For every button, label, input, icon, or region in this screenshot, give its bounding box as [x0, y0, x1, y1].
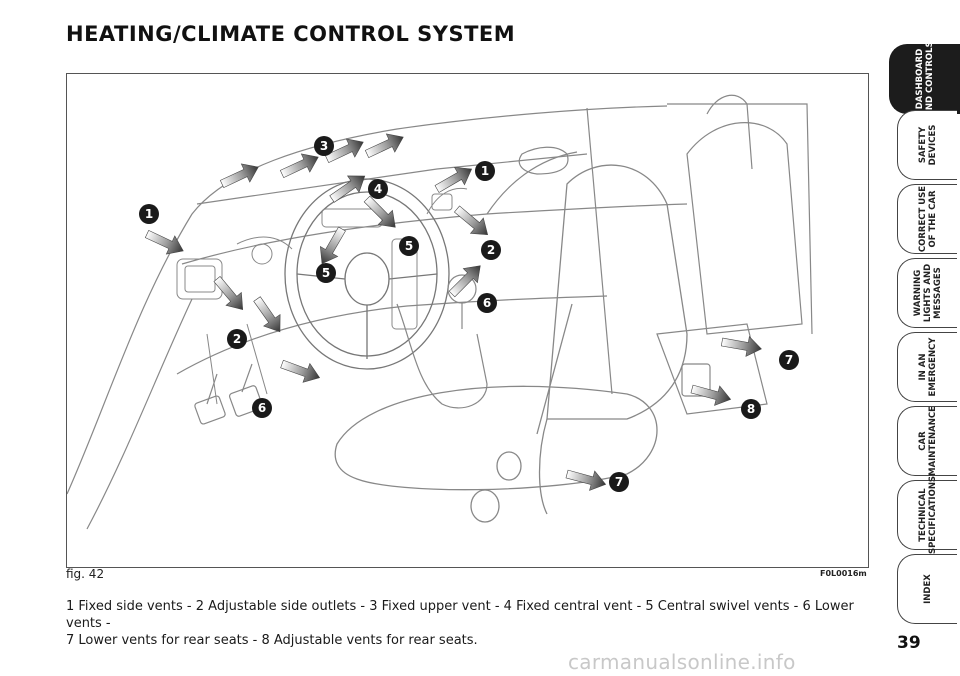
chapter-sidebar: DASHBOARD AND CONTROLS SAFETY DEVICES CO…	[883, 0, 960, 676]
callout-6a: 6	[477, 293, 497, 313]
tab-warning-lights[interactable]: WARNING LIGHTS AND MESSAGES	[897, 258, 957, 328]
svg-text:7: 7	[785, 353, 793, 367]
figure-code: F0L0016m	[820, 569, 867, 578]
svg-text:2: 2	[233, 332, 241, 346]
svg-text:4: 4	[374, 182, 382, 196]
page-title: HEATING/CLIMATE CONTROL SYSTEM	[66, 22, 516, 46]
svg-text:6: 6	[483, 296, 491, 310]
svg-text:6: 6	[258, 401, 266, 415]
dashboard	[176, 187, 468, 405]
tab-label: CORRECT USE OF THE CAR	[917, 185, 938, 253]
watermark: carmanualsonline.info	[568, 650, 796, 674]
callout-5b: 5	[316, 263, 336, 283]
callout-markers: 1 1 2 2 3 4 5 5 6 6 7 7 8	[139, 136, 799, 492]
svg-text:1: 1	[145, 207, 153, 221]
callout-2b: 2	[481, 240, 501, 260]
callout-1b: 1	[475, 161, 495, 181]
caption-line-2: 7 Lower vents for rear seats - 8 Adjusta…	[66, 633, 478, 648]
page-number: 39	[897, 633, 921, 653]
tab-in-an-emergency[interactable]: IN AN EMERGENCY	[897, 332, 957, 402]
steering-wheel	[284, 178, 450, 370]
tab-technical-specifications[interactable]: TECHNICAL SPECIFICATIONS	[897, 476, 957, 554]
callout-4: 4	[368, 179, 388, 199]
tab-label: IN AN EMERGENCY	[917, 337, 938, 397]
car-interior-illustration: 1 1 2 2 3 4 5 5 6 6 7 7 8	[67, 94, 813, 530]
center-console	[396, 274, 488, 409]
airflow-arrows	[142, 127, 764, 495]
svg-text:2: 2	[487, 243, 495, 257]
callout-1a: 1	[139, 204, 159, 224]
svg-text:5: 5	[405, 239, 413, 253]
tab-label: WARNING LIGHTS AND MESSAGES	[912, 263, 943, 323]
front-seat	[334, 164, 688, 523]
tab-correct-use[interactable]: CORRECT USE OF THE CAR	[897, 184, 957, 254]
svg-text:3: 3	[320, 139, 328, 153]
tab-index[interactable]: INDEX	[897, 554, 957, 624]
svg-text:1: 1	[481, 164, 489, 178]
callout-8: 8	[741, 399, 761, 419]
callout-5a: 5	[399, 236, 419, 256]
tab-label: CAR MAINTENANCE	[917, 406, 938, 476]
figure-label: fig. 42	[66, 567, 105, 581]
pedals	[194, 363, 264, 425]
callout-2a: 2	[227, 329, 247, 349]
tab-label: INDEX	[922, 574, 933, 604]
callout-7b: 7	[609, 472, 629, 492]
caption-line-1: 1 Fixed side vents - 2 Adjustable side o…	[66, 599, 854, 631]
rear-seat	[656, 94, 803, 415]
car-outline	[67, 103, 813, 530]
callout-3: 3	[314, 136, 334, 156]
callout-7a: 7	[779, 350, 799, 370]
tab-safety-devices[interactable]: SAFETY DEVICES	[897, 110, 957, 180]
svg-text:7: 7	[615, 475, 623, 489]
svg-text:8: 8	[747, 402, 755, 416]
figure-caption: 1 Fixed side vents - 2 Adjustable side o…	[66, 598, 871, 649]
tab-label: SAFETY DEVICES	[917, 124, 938, 166]
vent-diagram-figure: 1 1 2 2 3 4 5 5 6 6 7 7 8	[66, 73, 869, 568]
tab-dashboard-and-controls[interactable]: DASHBOARD AND CONTROLS	[889, 41, 960, 117]
tab-label: TECHNICAL SPECIFICATIONS	[917, 475, 938, 555]
tab-label: DASHBOARD AND CONTROLS	[915, 41, 935, 117]
callout-6b: 6	[252, 398, 272, 418]
svg-text:5: 5	[322, 266, 330, 280]
tab-car-maintenance[interactable]: CAR MAINTENANCE	[897, 406, 957, 476]
